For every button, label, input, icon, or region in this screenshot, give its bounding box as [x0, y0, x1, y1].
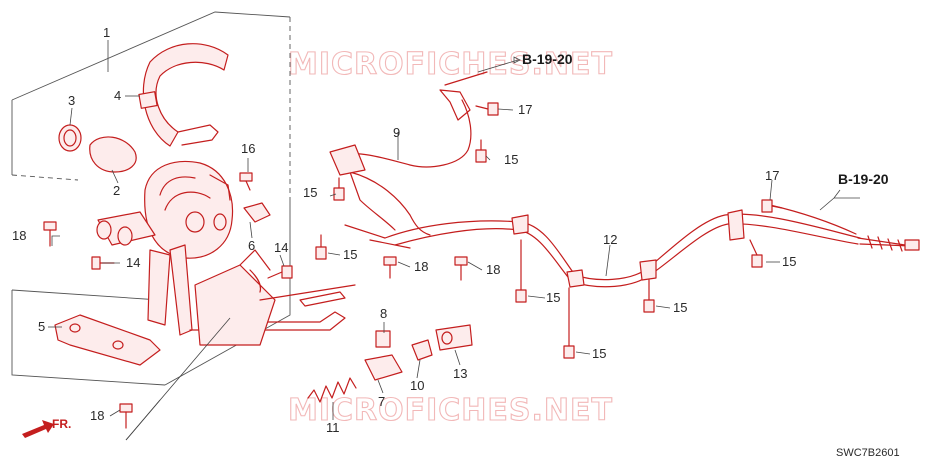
cap — [89, 136, 137, 173]
callout-17-right: 17 — [765, 168, 779, 183]
watermark-bottom: MICROFICHES.NET — [288, 393, 613, 428]
callout-15-right: 15 — [782, 254, 796, 269]
bolt-15-c — [315, 234, 327, 260]
callout-7: 7 — [378, 394, 385, 409]
callout-9: 9 — [393, 125, 400, 140]
callout-14-left: 14 — [126, 255, 140, 270]
bolt-17-a — [475, 102, 499, 116]
bolt-15-e — [643, 279, 655, 313]
reference-top-label: B-19-20 — [522, 51, 573, 67]
rear-cable — [384, 204, 920, 288]
callout-13: 13 — [453, 366, 467, 381]
callout-4: 4 — [114, 88, 121, 103]
bolt-16 — [239, 172, 253, 191]
callout-6: 6 — [248, 238, 255, 253]
callout-8: 8 — [380, 306, 387, 321]
assembly-frame — [11, 11, 291, 386]
cable-clamp — [364, 354, 403, 381]
callout-14-right: 14 — [274, 240, 288, 255]
cable-holder — [435, 324, 473, 351]
leader-lines — [48, 40, 841, 441]
lever-bracket — [147, 244, 356, 346]
callout-15-top: 15 — [504, 152, 518, 167]
bushing — [375, 330, 391, 348]
bolt-18-c — [454, 256, 468, 281]
bolt-15-d — [515, 239, 527, 303]
bolt-15-f — [563, 287, 575, 359]
callout-17-top: 17 — [518, 102, 532, 117]
mounting-plate — [54, 314, 161, 366]
callout-18-center: 18 — [414, 259, 428, 274]
arrow-left-icon — [22, 420, 54, 438]
reference-right-label: B-19-20 — [838, 171, 889, 187]
grommet — [58, 124, 82, 152]
callout-15-center: 15 — [546, 290, 560, 305]
brake-drum-unit — [96, 160, 234, 259]
reference-right: B-19-20 — [834, 171, 889, 199]
spring — [307, 377, 357, 403]
front-label: FR. — [52, 417, 71, 431]
bolt-18-b — [383, 256, 397, 279]
callout-15-bottom: 15 — [592, 346, 606, 361]
bolt-15-a — [475, 139, 487, 163]
callout-1: 1 — [103, 25, 110, 40]
callout-18-left: 18 — [12, 228, 26, 243]
bolt-14-b — [267, 265, 293, 279]
small-parts — [364, 324, 473, 381]
callout-15-mid-left: 15 — [343, 247, 357, 262]
callout-5: 5 — [38, 319, 45, 334]
clip — [243, 202, 271, 223]
collar — [411, 339, 433, 361]
bolt-15-b — [333, 177, 345, 201]
front-cable — [329, 71, 488, 249]
callout-11: 11 — [326, 420, 340, 435]
callout-15-center-right: 15 — [673, 300, 687, 315]
callout-2: 2 — [113, 183, 120, 198]
callout-10: 10 — [410, 378, 424, 393]
watermark-top: MICROFICHES.NET — [288, 47, 613, 82]
callout-18-right: 18 — [486, 262, 500, 277]
bolt-18-a — [43, 221, 57, 247]
cover-band — [138, 43, 229, 147]
front-direction-marker: FR. — [22, 417, 71, 438]
diagram-code: SWC7B2601 — [836, 447, 900, 459]
reference-top: B-19-20 — [513, 51, 573, 67]
bolt-17-b — [761, 199, 783, 213]
callout-18-bottom: 18 — [90, 408, 104, 423]
bolt-15-g — [749, 239, 763, 268]
callout-12: 12 — [603, 232, 617, 247]
callout-16: 16 — [241, 141, 255, 156]
callout-15-upper-left: 15 — [303, 185, 317, 200]
callout-3: 3 — [68, 93, 75, 108]
bolt-18-d — [119, 403, 133, 429]
